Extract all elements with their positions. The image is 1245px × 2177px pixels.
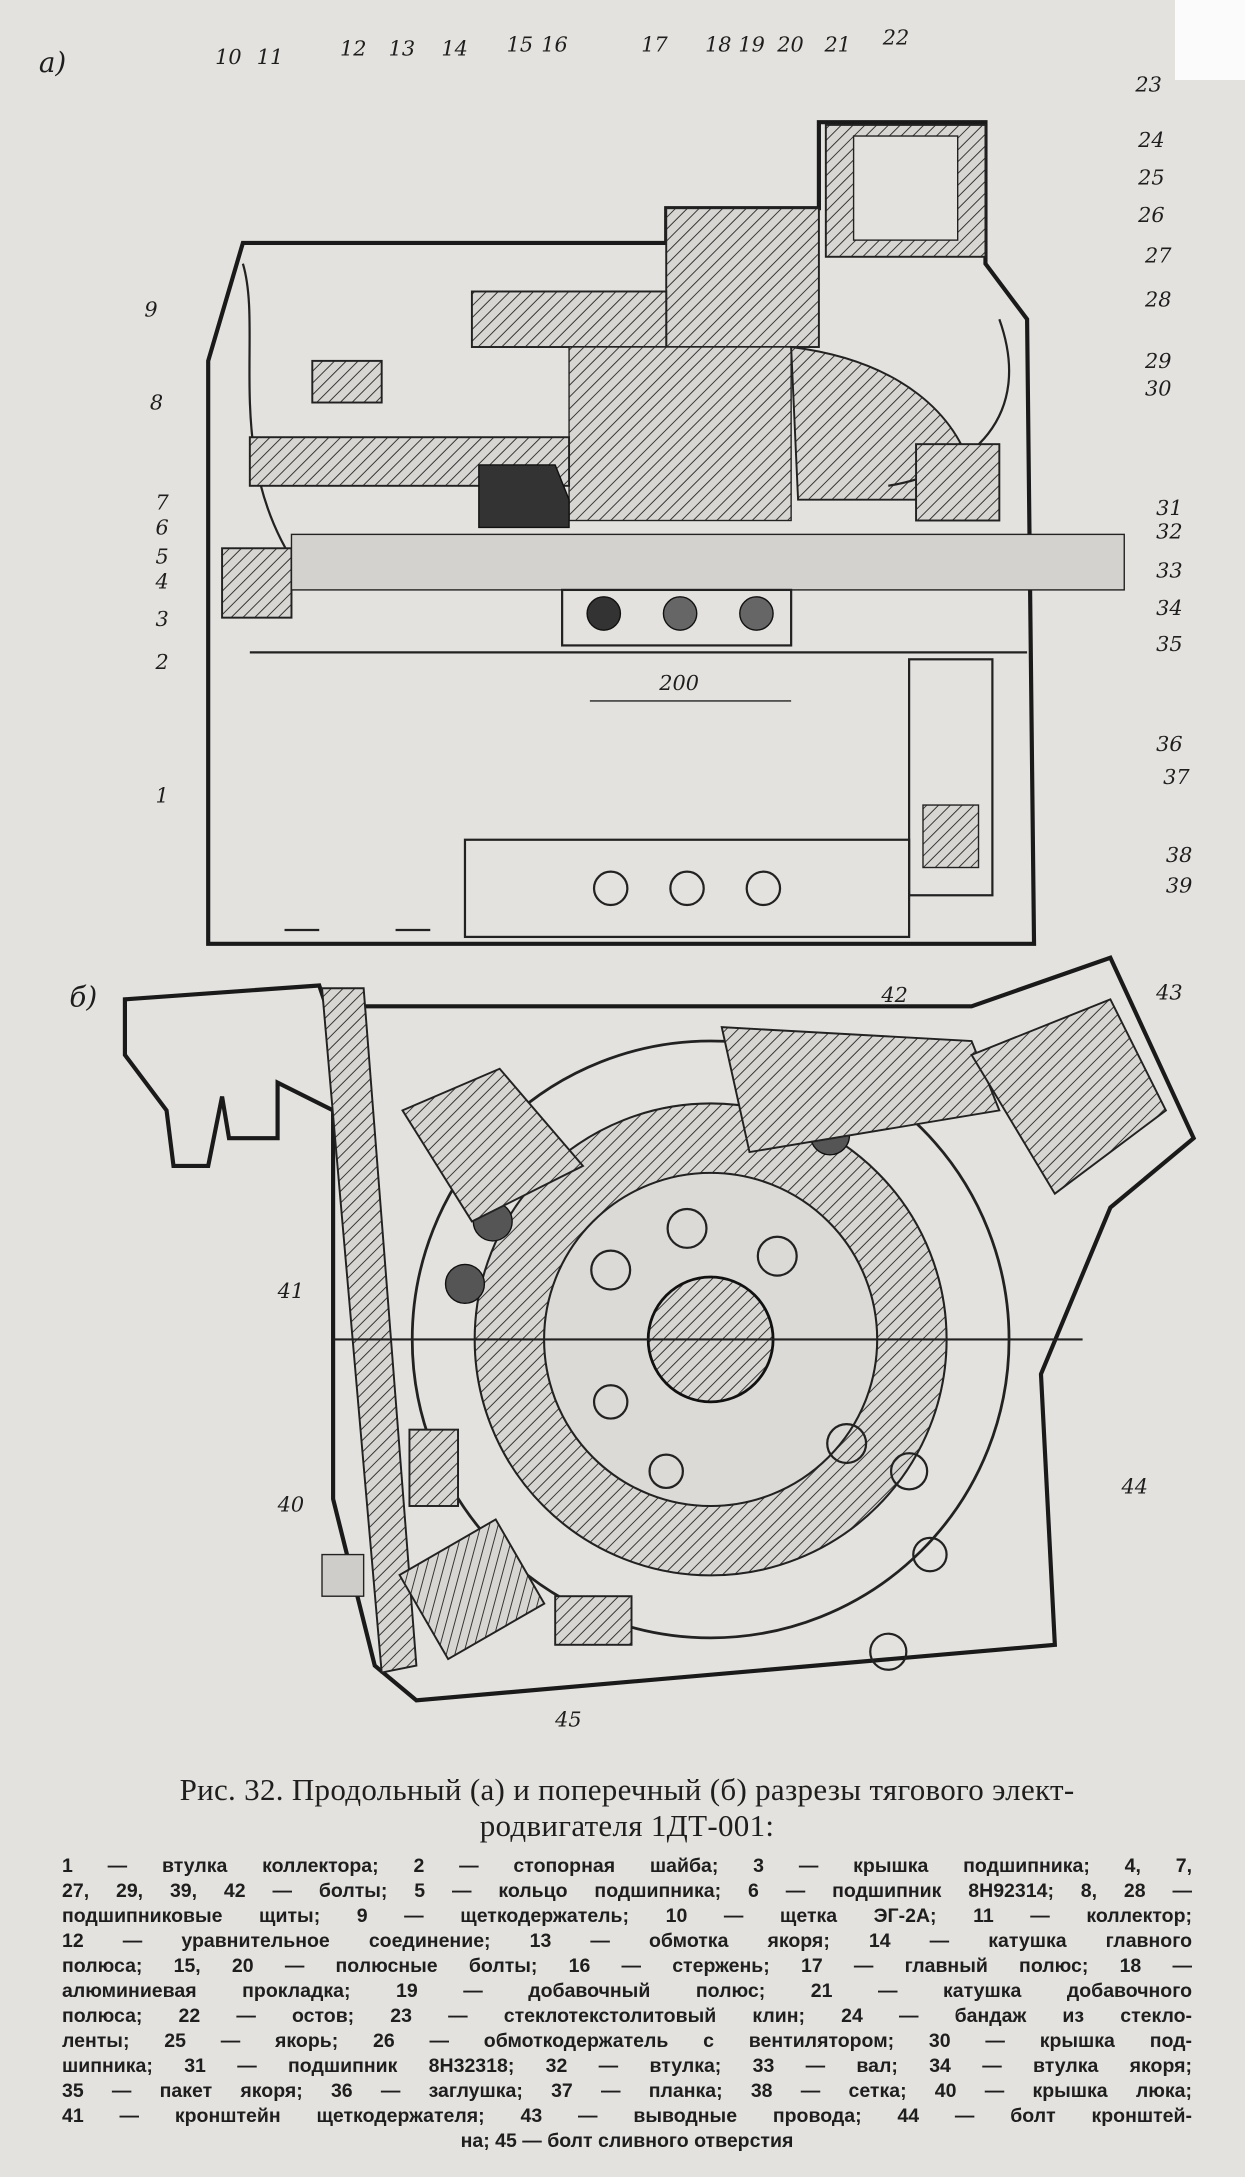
caption-title-line-2: родвигателя 1ДТ-001: [479,1808,775,1843]
callout-label-3: 3 [155,607,168,631]
callout-label-17: 17 [641,32,668,56]
grid-38 [922,804,980,869]
callout-label-12: 12 [340,37,366,61]
callout-label-7: 7 [155,490,169,514]
part-b-label: б) [69,980,97,1013]
callout-label-44: 44 [1120,1475,1147,1499]
callout-label-32: 32 [1156,520,1182,544]
caption-legend-line: полюса; 15, 20 — полюсные болты; 16 — ст… [62,1955,1192,1977]
part-a-label: а) [39,46,66,79]
callout-label-22: 22 [882,25,909,49]
caption-legend-line: 35 — пакет якоря; 36 — заглушка; 37 — пл… [62,2080,1192,2102]
cross-section: б) [69,955,1197,1703]
brush-10 [311,359,383,404]
callout-label-29: 29 [1144,349,1171,373]
callout-label-18: 18 [705,32,731,56]
callout-label-36: 36 [1156,732,1182,756]
callout-label-39: 39 [1166,873,1192,897]
callout-label-13: 13 [389,37,415,61]
callout-label-30: 30 [1145,377,1171,401]
caption-legend-line: 1 — втулка коллектора; 2 — стопорная шай… [62,1855,1192,1877]
caption-legend-line: 12 — уравнительное соединение; 13 — обмо… [62,1930,1192,1952]
callout-label-15: 15 [507,32,533,56]
callout-label-25: 25 [1137,166,1164,190]
main-pole-17 [665,207,820,348]
callout-label-33: 33 [1156,558,1182,582]
caption-legend-line: 27, 29, 39, 42 — болты; 5 — кольцо подши… [62,1880,1192,1902]
callout-label-37: 37 [1163,765,1190,789]
bearing-6 [221,547,293,619]
callout-label-41: 41 [277,1279,304,1303]
callout-label-24: 24 [1137,128,1164,152]
callout-label-40: 40 [277,1493,304,1517]
callout-label-38: 38 [1166,843,1192,867]
callout-label-16: 16 [541,32,567,56]
callout-label-6: 6 [155,515,168,539]
caption-legend-line: ленты; 25 — якорь; 26 — обмоткодержатель… [62,2030,1192,2052]
callout-label-43: 43 [1155,980,1182,1004]
callout-label-45: 45 [554,1708,581,1732]
callout-label-9: 9 [144,297,157,321]
armature-pack-35 [568,346,792,522]
callout-label-19: 19 [738,32,764,56]
callout-label-11: 11 [257,45,283,69]
figure-caption: Рис. 32. Продольный (а) и поперечный (б)… [62,1772,1192,2154]
caption-legend-line: 41 — кронштейн щеткодержателя; 43 — выво… [62,2105,1192,2127]
callout-label-27: 27 [1144,243,1172,267]
callout-label-14: 14 [441,37,467,61]
caption-legend-line: на; 45 — болт сливного отверстия [460,2130,794,2152]
callout-label-35: 35 [1156,632,1182,656]
callout-label-1: 1 [155,783,168,807]
callout-label-26: 26 [1137,203,1164,227]
callout-label-2: 2 [154,650,168,674]
caption-legend-line: шипника; 31 — подшипник 8Н32318; 32 — вт… [62,2055,1192,2077]
caption-legend: 1 — втулка коллектора; 2 — стопорная шай… [62,1854,1192,2154]
callout-label-20: 20 [776,32,803,56]
caption-title-line-1: Рис. 32. Продольный (а) и поперечный (б)… [179,1772,1075,1807]
callout-label-5: 5 [155,545,168,569]
callout-label-28: 28 [1144,288,1171,312]
dimension-200: 200 [658,671,699,695]
main-coil-14 [470,290,668,348]
callout-label-31: 31 [1156,496,1182,520]
callout-label-42: 42 [880,983,907,1007]
callout-label-23: 23 [1134,73,1161,97]
motor-section-drawing: а) 200 б) [39,25,1197,1732]
caption-legend-line: подшипниковые щиты; 9 — щеткодержатель; … [62,1905,1192,1927]
callout-label-4: 4 [154,570,168,594]
callout-label-10: 10 [215,45,241,69]
caption-legend-line: алюминиевая прокладка; 19 — добавочный п… [62,1980,1192,2002]
bearing-31 [915,443,1001,522]
shaft-33 [290,533,1125,591]
scan-blank-corner [1175,0,1245,80]
callout-label-8: 8 [150,390,163,414]
callout-label-21: 21 [823,32,850,56]
caption-legend-line: полюса; 22 — остов; 23 — стеклотекстолит… [62,2005,1192,2027]
callout-label-34: 34 [1156,596,1182,620]
longitudinal-section: а) 200 [39,46,1125,946]
